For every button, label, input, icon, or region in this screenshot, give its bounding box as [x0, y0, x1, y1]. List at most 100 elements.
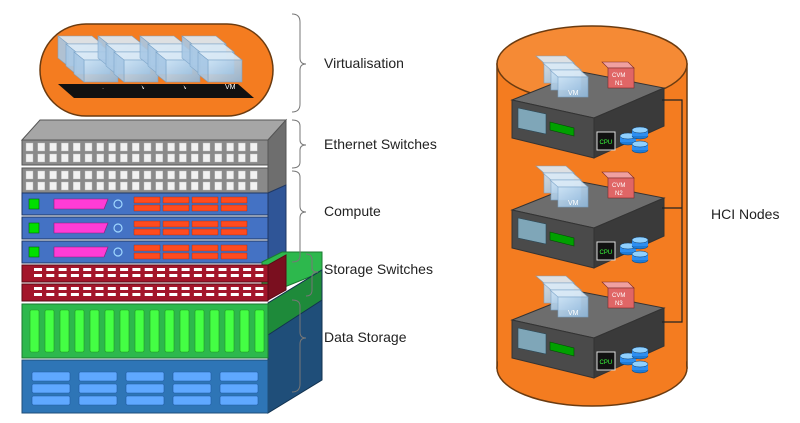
storage-port: [255, 287, 264, 290]
storage-cell: [31, 395, 71, 406]
storage-cell: [172, 395, 212, 406]
disk-bar: [224, 309, 235, 353]
storage-port: [193, 293, 202, 296]
storage-cell: [78, 383, 118, 394]
storage-port: [70, 268, 79, 271]
storage-port: [83, 293, 92, 296]
switch-port: [190, 181, 199, 191]
storage-port: [120, 287, 129, 290]
storage-port: [243, 293, 252, 296]
storage-cell: [125, 383, 165, 394]
switch-port: [202, 170, 211, 180]
disk-bar: [134, 309, 145, 353]
disk-bar: [74, 309, 85, 353]
disk-bar: [179, 309, 190, 353]
memory-slot: [162, 244, 190, 252]
virtualisation-layer: VMVMVMVM: [39, 23, 274, 117]
storage-port: [193, 287, 202, 290]
switch-port: [214, 142, 223, 152]
switch-port: [167, 142, 175, 152]
storage-port: [243, 287, 252, 290]
storage-port: [243, 274, 252, 277]
storage-port: [107, 287, 116, 290]
data-storage-layer: [21, 269, 323, 414]
switch-port: [167, 181, 175, 191]
storage-port: [157, 287, 165, 290]
compute-blade: [21, 192, 269, 216]
drive-bay: [53, 198, 109, 210]
storage-cell: [125, 395, 165, 406]
switch-port: [84, 170, 93, 180]
switch-port: [179, 181, 187, 191]
storage-port: [181, 287, 190, 290]
storage-port: [95, 274, 104, 277]
vm-host: VM: [181, 35, 254, 98]
label-virtualisation: Virtualisation: [324, 55, 404, 71]
drive-bay: [53, 246, 109, 258]
vm-label: VM: [568, 90, 579, 97]
storage-port: [58, 274, 67, 277]
switch-port: [155, 142, 164, 152]
disk-bar: [89, 309, 100, 353]
memory-slot: [162, 220, 190, 228]
disk-bar: [194, 309, 205, 353]
switch-port: [155, 181, 164, 191]
storage-cell: [219, 395, 259, 406]
switch-port: [131, 153, 140, 163]
storage-port: [120, 293, 129, 296]
server-bay: [517, 107, 547, 135]
switch-port: [214, 181, 223, 191]
storage-switches-layer: [21, 251, 323, 302]
label-ethernet-switches: Ethernet Switches: [324, 136, 437, 152]
cpu-chip: [596, 131, 616, 151]
disk-bar: [209, 309, 220, 353]
switch-port: [61, 142, 69, 152]
storage-port: [34, 268, 42, 271]
storage-port: [218, 268, 227, 271]
switch-port: [96, 170, 105, 180]
switch-port: [72, 142, 81, 152]
switch-port: [108, 153, 116, 163]
switch-port: [49, 170, 57, 180]
server-led-panel: [549, 231, 575, 247]
storage-port: [70, 293, 79, 296]
storage-port: [58, 293, 67, 296]
power-led: [28, 222, 40, 234]
memory-slot: [133, 204, 161, 212]
storage-cell: [172, 383, 212, 394]
vm-label: VM: [568, 310, 579, 317]
switch-port: [190, 170, 199, 180]
storage-port: [132, 293, 141, 296]
storage-cell: [125, 371, 165, 382]
server-led-panel: [549, 121, 575, 137]
storage-port: [70, 287, 79, 290]
node-id-label: N1: [615, 81, 623, 87]
disk-bar: [119, 309, 130, 353]
cvm-label: CVM: [612, 293, 625, 299]
compute-blade: [21, 216, 269, 240]
storage-cell: [31, 371, 71, 382]
storage-port: [120, 268, 129, 271]
memory-slot: [162, 196, 190, 204]
switch-port: [143, 153, 152, 163]
cpu-chip: [596, 351, 616, 371]
storage-port: [34, 274, 42, 277]
switch-port: [238, 181, 246, 191]
switch-port: [249, 153, 258, 163]
memory-slot: [133, 244, 161, 252]
compute-layer: [21, 184, 287, 264]
switch-port: [61, 181, 69, 191]
memory-slot: [133, 220, 161, 228]
power-led: [28, 246, 40, 258]
switch-port: [72, 181, 81, 191]
memory-slot: [220, 244, 248, 252]
switch-port: [179, 153, 187, 163]
memory-slot: [162, 252, 190, 260]
storage-cell: [219, 383, 259, 394]
storage-port: [34, 287, 42, 290]
storage-port: [243, 268, 252, 271]
node-id-label: N3: [615, 301, 623, 307]
cvm-box: [607, 287, 635, 309]
